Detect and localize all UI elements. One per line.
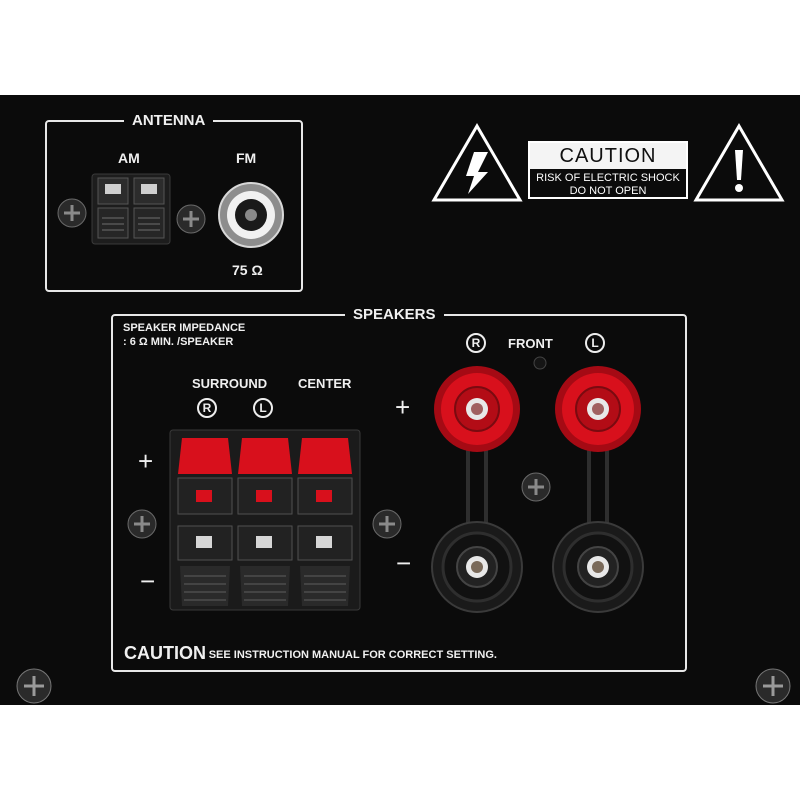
fm-impedance-label: 75 Ω — [232, 262, 263, 278]
front-right-marker: R — [466, 333, 486, 353]
surround-center-terminal-block — [169, 429, 361, 611]
front-label: FRONT — [508, 336, 553, 351]
front-minus-sign: − — [396, 548, 412, 578]
surround-left-marker: L — [253, 398, 273, 418]
front-right-minus-post[interactable] — [430, 520, 524, 614]
screw-icon — [176, 204, 206, 234]
am-label: AM — [118, 150, 140, 166]
surround-right-plus-clip[interactable] — [177, 438, 233, 515]
lightning-warning-icon — [431, 123, 523, 202]
fm-label: FM — [236, 150, 257, 166]
surround-label: SURROUND — [192, 376, 268, 391]
front-plus-sign: + — [395, 392, 411, 422]
antenna-title: ANTENNA — [124, 112, 214, 129]
fm-antenna-jack[interactable] — [218, 182, 284, 248]
center-label: CENTER — [298, 376, 352, 391]
caution-plate-line2: DO NOT OPEN — [569, 185, 647, 197]
screw-icon — [16, 668, 52, 704]
screw-icon — [521, 472, 551, 502]
speakers-title: SPEAKERS — [345, 306, 444, 323]
surround-right-minus-clip[interactable] — [177, 525, 233, 606]
speaker-impedance-line1: SPEAKER IMPEDANCE — [123, 322, 246, 334]
front-left-marker: L — [585, 333, 605, 353]
surround-left-minus-clip[interactable] — [237, 525, 293, 606]
speaker-impedance-line2: : 6 Ω MIN. /SPEAKER — [123, 336, 234, 348]
screw-icon — [755, 668, 791, 704]
speaker-caution-title: CAUTION — [124, 643, 206, 663]
front-right-post-rail — [466, 440, 488, 530]
front-led-indicator — [533, 356, 547, 370]
speaker-caution-text: : SEE INSTRUCTION MANUAL FOR CORRECT SET… — [202, 649, 497, 661]
surround-minus-sign: − — [140, 566, 156, 596]
surround-plus-sign: + — [138, 446, 154, 476]
front-left-minus-post[interactable] — [551, 520, 645, 614]
front-left-post-rail — [587, 440, 609, 530]
front-left-plus-post[interactable] — [553, 364, 643, 454]
front-right-plus-post[interactable] — [432, 364, 522, 454]
am-antenna-terminal[interactable] — [91, 173, 171, 245]
surround-left-plus-clip[interactable] — [237, 438, 293, 515]
exclamation-warning-icon — [693, 123, 785, 202]
center-minus-clip[interactable] — [297, 525, 353, 606]
screw-icon — [57, 198, 87, 228]
screw-icon — [127, 509, 157, 539]
caution-plate-title: CAUTION — [530, 143, 686, 169]
surround-right-marker: R — [197, 398, 217, 418]
screw-icon — [372, 509, 402, 539]
caution-plate — [528, 141, 688, 199]
center-plus-clip[interactable] — [297, 438, 353, 515]
caution-plate-line1: RISK OF ELECTRIC SHOCK — [536, 172, 680, 184]
